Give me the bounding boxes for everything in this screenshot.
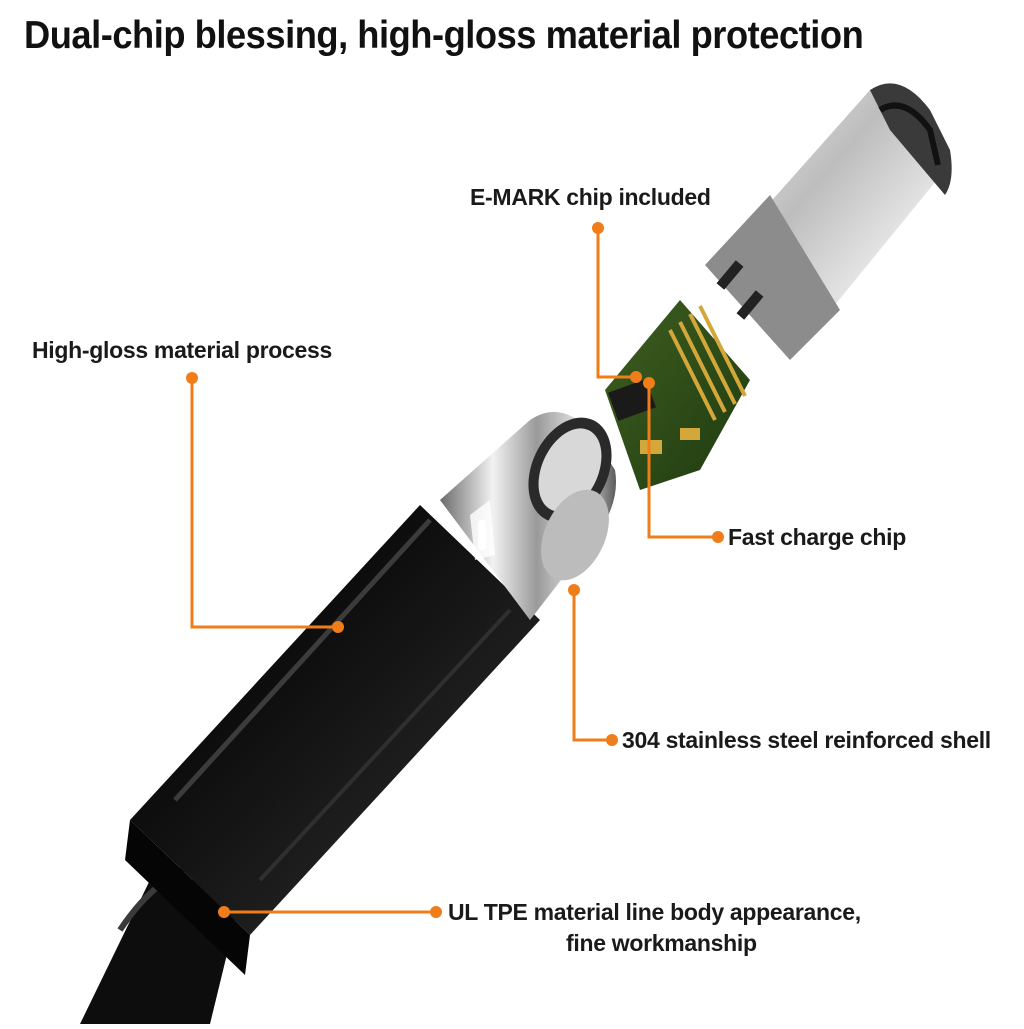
steel-shell (440, 412, 616, 620)
cable-boot (125, 505, 540, 975)
steel-shell-label: 304 stainless steel reinforced shell (622, 727, 991, 753)
steel-dot-top (568, 584, 580, 596)
emark-chip-label: E-MARK chip included (470, 184, 711, 210)
tpe-dot-start (218, 906, 230, 918)
emark-leader (596, 228, 636, 379)
fast-charge-chip-label: Fast charge chip (728, 524, 906, 550)
high-gloss-label: High-gloss material process (32, 337, 332, 363)
tpe-line1-label: UL TPE material line body appearance, (448, 899, 861, 925)
tpe-dot-end (430, 906, 442, 918)
fast-charge-dot-end (712, 531, 724, 543)
gloss-leader (190, 378, 338, 629)
fast-charge-leader (647, 383, 718, 539)
callout-dots (186, 222, 724, 918)
circuit-board (605, 300, 750, 490)
emark-dot-end (630, 371, 642, 383)
page-title: Dual-chip blessing, high-gloss material … (24, 14, 864, 57)
usb-c-plug (705, 83, 952, 360)
fast-charge-dot-top (643, 377, 655, 389)
gloss-dot-end (332, 621, 344, 633)
callout-leaders (190, 228, 718, 914)
steel-dot-end (606, 734, 618, 746)
tpe-line2-label: fine workmanship (566, 930, 757, 956)
steel-leader (572, 590, 612, 742)
emark-dot-top (592, 222, 604, 234)
gloss-dot-top (186, 372, 198, 384)
